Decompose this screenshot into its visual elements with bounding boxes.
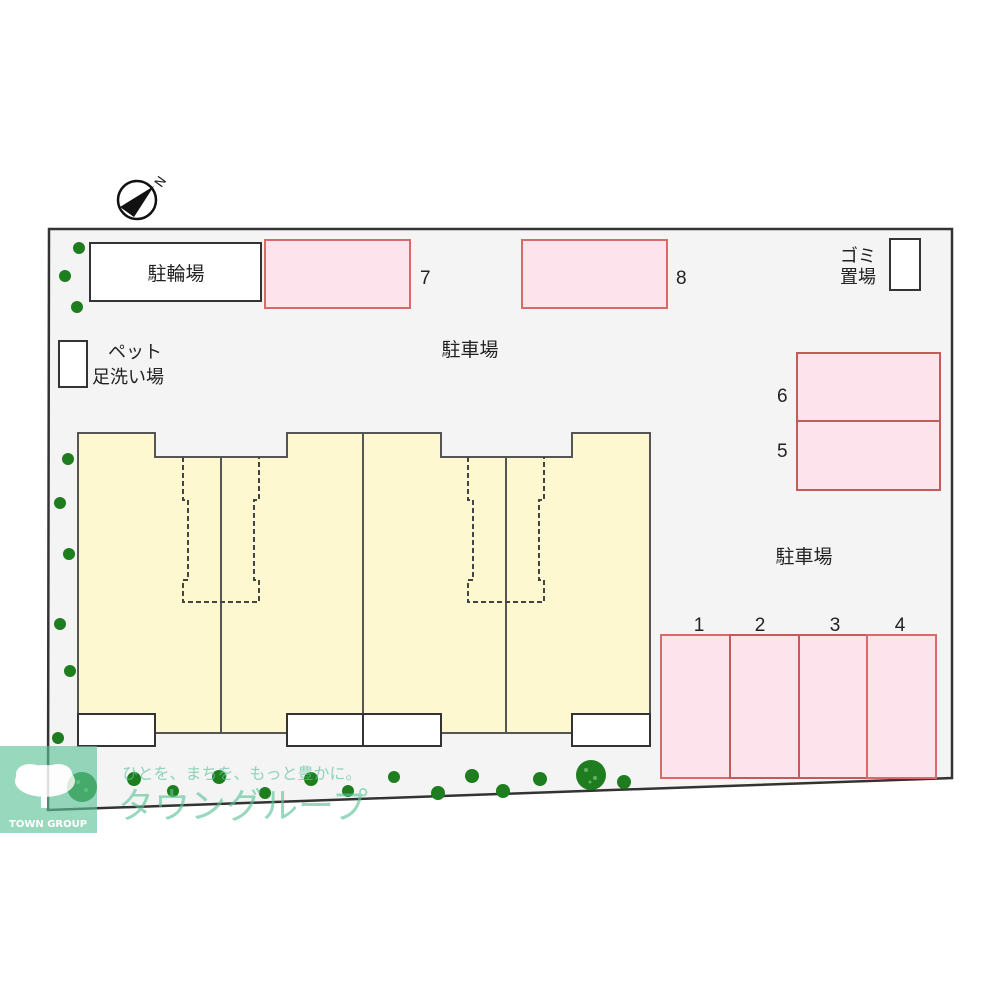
- tree-icon: [64, 665, 76, 677]
- tree-icon: [71, 301, 83, 313]
- bicycle-parking[interactable]: 駐輪場: [89, 242, 262, 302]
- parking-space-8[interactable]: 8: [521, 239, 687, 309]
- parking-space-3[interactable]: 3: [798, 615, 868, 779]
- tree-icon: [54, 618, 66, 630]
- tree-icon: [62, 453, 74, 465]
- garbage-area[interactable]: ゴミ 置場: [840, 238, 921, 291]
- parking-label-top: 駐車場: [441, 339, 498, 361]
- entrance-outline: [182, 457, 545, 603]
- tree-icon: [496, 784, 510, 798]
- tree-icon: [388, 771, 400, 783]
- svg-text:駐輪場: 駐輪場: [147, 263, 204, 285]
- tree-icon: [127, 772, 141, 786]
- svg-text:足洗い場: 足洗い場: [92, 367, 164, 388]
- apartment-building: [77, 432, 651, 747]
- parking-space-6[interactable]: 6: [777, 352, 941, 422]
- tree-icon: [617, 775, 631, 789]
- svg-text:置場: 置場: [840, 267, 876, 288]
- parking-space-4[interactable]: 4: [866, 615, 937, 779]
- tree-icon: [73, 242, 85, 254]
- parking-space-7[interactable]: 7: [264, 239, 431, 309]
- tree-icon: [465, 769, 479, 783]
- tree-icon: [533, 772, 547, 786]
- tree-icon: [63, 548, 75, 560]
- svg-text:2: 2: [755, 615, 766, 636]
- tree-icon: [52, 732, 64, 744]
- svg-text:3: 3: [830, 615, 841, 636]
- tree-icon: [59, 270, 71, 282]
- tree-icon: [259, 787, 271, 799]
- svg-text:8: 8: [676, 268, 687, 289]
- svg-text:4: 4: [895, 615, 906, 636]
- tree-icon: [212, 770, 226, 784]
- compass-north-icon: N: [116, 174, 170, 221]
- svg-text:ゴミ: ゴミ: [840, 246, 876, 267]
- svg-text:5: 5: [777, 441, 788, 462]
- svg-text:N: N: [152, 174, 170, 191]
- parking-space-5[interactable]: 5: [777, 420, 941, 491]
- tree-icon: [167, 785, 179, 797]
- svg-text:ペット: ペット: [108, 342, 162, 363]
- svg-text:ひとを、まちを、もっと豊かに。: ひとを、まちを、もっと豊かに。: [122, 764, 362, 783]
- large-tree-icon: [576, 760, 606, 790]
- tree-icon: [342, 785, 354, 797]
- tree-logo-icon: [15, 764, 75, 808]
- svg-text:TOWN GROUP: TOWN GROUP: [9, 819, 87, 830]
- svg-text:1: 1: [694, 615, 705, 636]
- parking-space-2[interactable]: 2: [729, 615, 800, 779]
- tree-icon: [304, 772, 318, 786]
- parking-label-right: 駐車場: [775, 546, 832, 568]
- svg-text:7: 7: [420, 268, 431, 289]
- parking-space-1[interactable]: 1: [660, 615, 731, 779]
- watermark: TOWN GROUP ひとを、まちを、もっと豊かに。 タウングループ: [0, 746, 368, 833]
- svg-text:タウングループ: タウングループ: [118, 786, 368, 827]
- svg-text:6: 6: [777, 386, 788, 407]
- tree-icon: [54, 497, 66, 509]
- balcony: [77, 713, 651, 747]
- tree-icon: [431, 786, 445, 800]
- pet-footwash-area[interactable]: ペット 足洗い場: [58, 340, 164, 388]
